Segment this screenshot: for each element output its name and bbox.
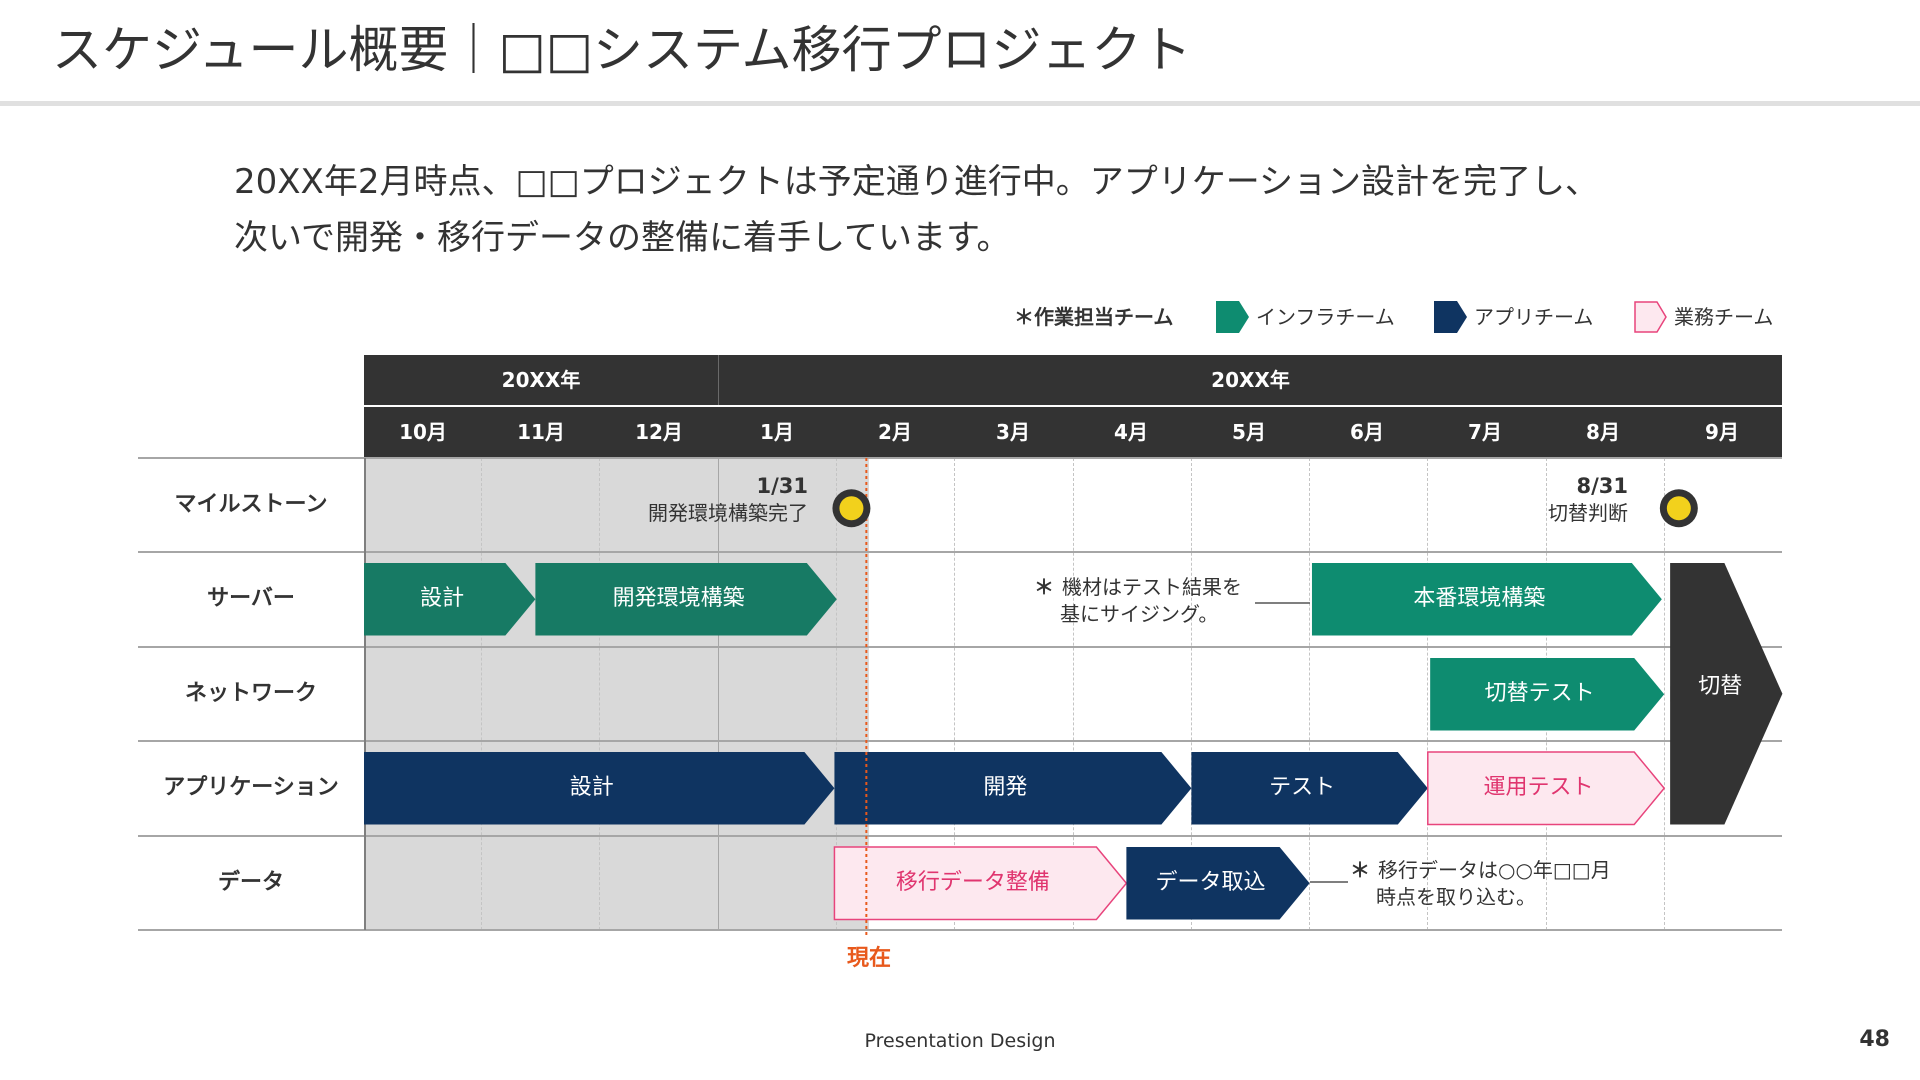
month-label: 8月 <box>1586 420 1620 444</box>
month-label: 3月 <box>996 420 1030 444</box>
legend-app-label: アプリチーム <box>1474 305 1594 329</box>
legend: ＊作業担当チーム インフラチーム アプリチーム 業務チーム <box>1014 300 1784 336</box>
task-label: 開発 <box>983 775 1028 801</box>
month-gridline <box>599 458 600 930</box>
row-separator <box>138 929 1782 931</box>
task-label: 設計 <box>420 586 465 612</box>
note-server: ＊ 機材はテスト結果を 基にサイジング。 <box>1034 574 1242 628</box>
month-label: 5月 <box>1232 420 1266 444</box>
milestone-text: 切替判断 <box>1548 501 1628 525</box>
month-label: 4月 <box>1114 420 1148 444</box>
task-bar <box>364 752 835 825</box>
task-bar <box>1126 847 1310 920</box>
task-label: 開発環境構築 <box>612 586 745 612</box>
month-label: 11月 <box>517 420 565 444</box>
legend-business-label: 業務チーム <box>1674 305 1774 329</box>
month-label: 1月 <box>760 420 794 444</box>
month-gridline <box>1191 458 1192 930</box>
month-label: 7月 <box>1468 420 1502 444</box>
task-label: テスト <box>1269 775 1336 801</box>
legend-business-swatch-icon <box>1634 301 1667 333</box>
month-gridline <box>954 458 955 930</box>
row-label-application: アプリケーション <box>163 775 339 800</box>
task-bar <box>1430 658 1665 731</box>
milestones <box>832 489 1698 528</box>
month-gridline <box>836 458 837 930</box>
year-label: 20XX年 <box>1211 368 1290 392</box>
month-label: 2月 <box>878 420 912 444</box>
year-label: 20XX年 <box>501 368 581 392</box>
row-label-server: サーバー <box>207 586 295 611</box>
task-bar <box>364 563 536 636</box>
legend-app-swatch-icon <box>1434 301 1467 333</box>
row-label-data: データ <box>217 870 284 895</box>
task-label: 設計 <box>569 775 614 801</box>
cutover-label: 切替 <box>1698 673 1743 699</box>
task-bars <box>364 563 1783 921</box>
month-label: 12月 <box>635 420 683 444</box>
footer-text: Presentation Design <box>864 1030 1056 1052</box>
milestone-label-1: 1/31 開発環境構築完了 <box>580 473 808 527</box>
year-header: 20XX年 20XX年 <box>364 355 1782 405</box>
milestone-text: 開発環境構築完了 <box>648 501 808 525</box>
task-bar <box>833 846 1128 921</box>
task-bar <box>535 563 837 636</box>
current-label: 現在 <box>846 946 891 971</box>
milestone-date: 1/31 <box>756 474 808 498</box>
note-asterisk: ＊ <box>1350 858 1370 882</box>
month-gridline <box>1073 458 1074 930</box>
task-label: 切替テスト <box>1484 681 1595 707</box>
past-period-shading <box>364 458 869 930</box>
milestone-marker-dot <box>1666 496 1691 521</box>
milestone-marker-dot <box>839 496 864 521</box>
note-text: 基にサイジング。 <box>1060 602 1219 626</box>
task-bar <box>1191 752 1428 825</box>
month-label: 6月 <box>1350 420 1384 444</box>
row-label-milestone: マイルストーン <box>174 492 328 517</box>
summary-line-2: 次いで開発・移行データの整備に着手しています。 <box>234 218 1011 258</box>
milestone-date: 8/31 <box>1576 474 1628 498</box>
legend-title: ＊作業担当チーム <box>1014 305 1174 329</box>
month-label: 9月 <box>1705 420 1739 444</box>
task-label: 運用テスト <box>1483 775 1594 801</box>
month-label: 10月 <box>399 420 447 444</box>
row-separator <box>138 646 1782 648</box>
year-divider <box>718 355 719 405</box>
note-data: ＊ 移行データは○○年□□月 時点を取り込む。 <box>1350 857 1611 911</box>
note-asterisk: ＊ <box>1034 575 1054 599</box>
note-text: 機材はテスト結果を <box>1062 575 1242 599</box>
row-separator <box>138 740 1782 742</box>
task-label: データ取込 <box>1155 870 1266 896</box>
row-separator <box>138 551 1782 553</box>
task-label: 移行データ整備 <box>895 870 1050 896</box>
task-label: 本番環境構築 <box>1413 586 1546 612</box>
category-axis-line <box>364 458 366 930</box>
note-text: 移行データは○○年□□月 <box>1378 858 1611 882</box>
year-gridline <box>718 458 719 930</box>
legend-infra-swatch-icon <box>1216 301 1249 333</box>
row-separator <box>138 835 1782 837</box>
title-divider <box>0 101 1920 106</box>
note-text: 時点を取り込む。 <box>1376 885 1536 909</box>
cutover-bar <box>1670 563 1783 825</box>
row-label-network: ネットワーク <box>184 681 317 706</box>
page-title: スケジュール概要｜□□システム移行プロジェクト <box>52 21 1192 79</box>
row-separator <box>138 457 1782 459</box>
task-bar <box>1427 751 1666 826</box>
month-gridline <box>1427 458 1428 930</box>
milestone-label-2: 8/31 切替判断 <box>1470 473 1628 527</box>
month-header: 10月 11月 12月 1月 2月 3月 4月 5月 6月 7月 8月 9月 <box>364 407 1782 458</box>
month-gridline <box>1664 458 1665 930</box>
legend-infra-label: インフラチーム <box>1256 305 1395 329</box>
task-bar <box>834 752 1192 825</box>
month-gridline <box>1309 458 1310 930</box>
month-gridline <box>481 458 482 930</box>
summary-line-1: 20XX年2月時点、□□プロジェクトは予定通り進行中。アプリケーション設計を完了… <box>234 162 1600 202</box>
page-number: 48 <box>1859 1027 1890 1052</box>
task-bar <box>1311 563 1662 636</box>
